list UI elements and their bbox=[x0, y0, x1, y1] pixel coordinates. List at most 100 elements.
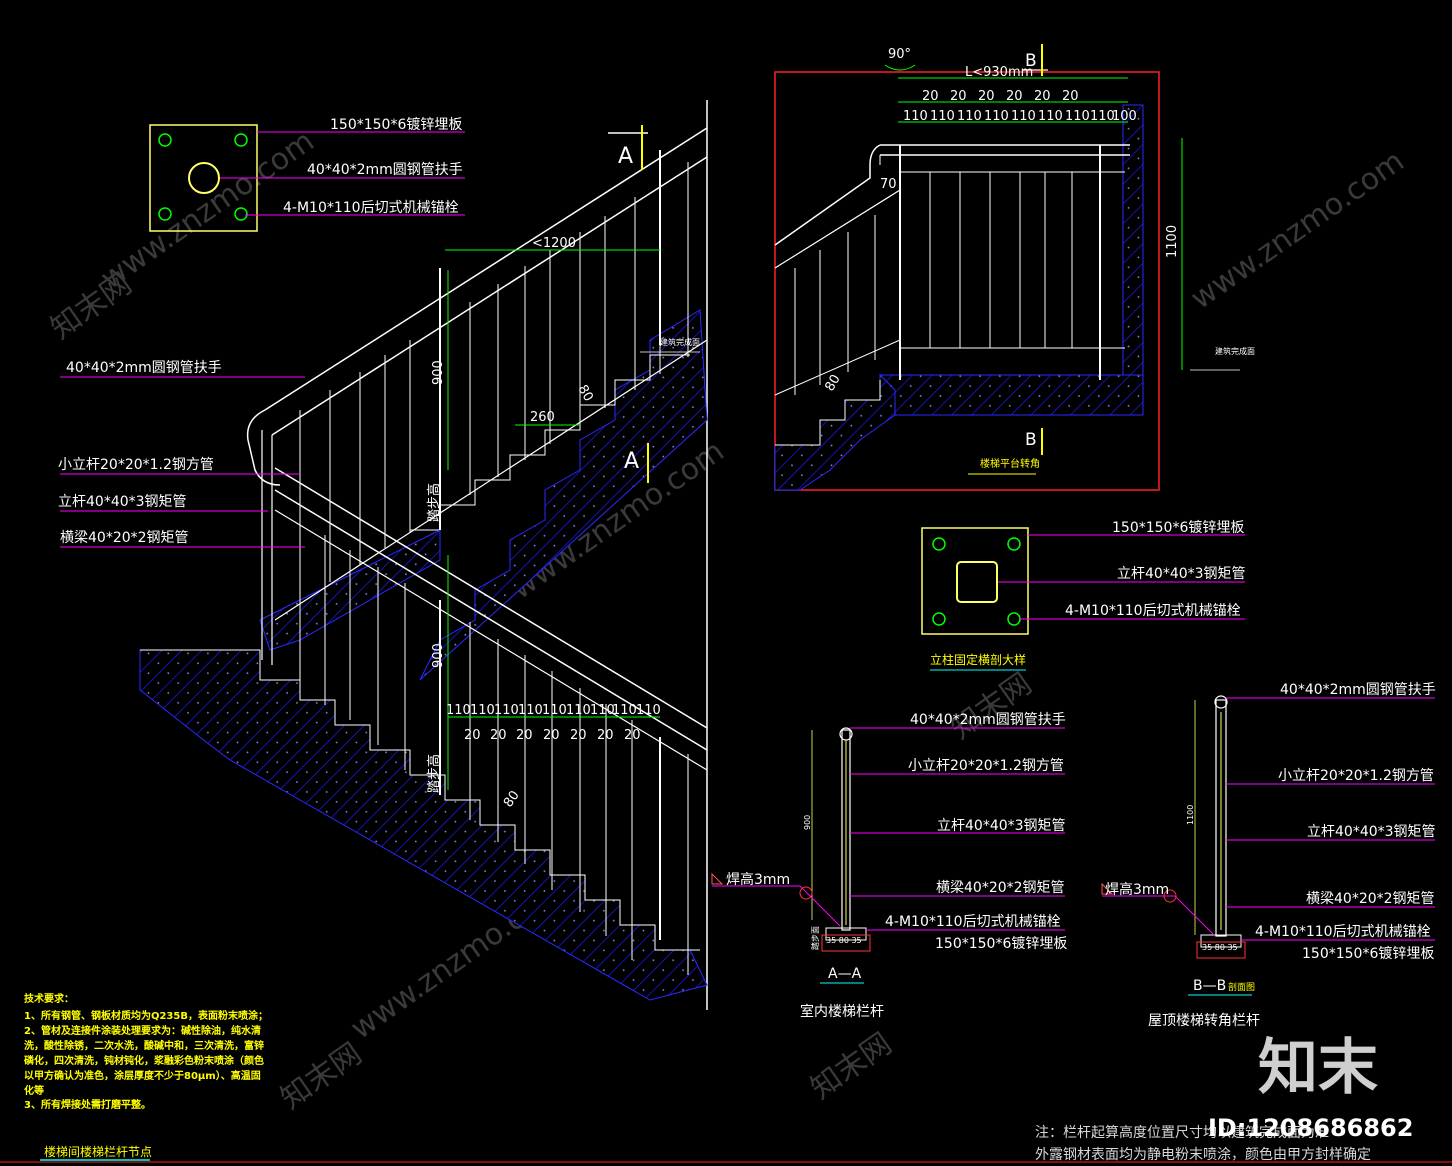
section-a-label-bottom: A bbox=[624, 449, 639, 474]
aa-dim-base: 35 80 35 bbox=[826, 936, 862, 945]
section-b-label-top: B bbox=[1025, 51, 1037, 71]
top-plate-label: 150*150*6镀锌埋板 bbox=[330, 116, 462, 133]
landing-spacing-20: 20 bbox=[1034, 89, 1051, 104]
round-tube-section bbox=[188, 162, 220, 194]
landing-dim-80: 80 bbox=[822, 372, 843, 394]
rect-tube-section bbox=[956, 561, 998, 603]
aa-base-plate bbox=[825, 927, 867, 941]
landing-balusters bbox=[794, 172, 1073, 395]
landing-dim-70: 70 bbox=[880, 177, 897, 192]
bb-handrail-label: 40*40*2mm圆钢管扶手 bbox=[1280, 682, 1436, 698]
bb-bolt-label: 4-M10*110后切式机械锚栓 bbox=[1255, 924, 1431, 940]
spacing-110: 110 bbox=[494, 703, 519, 718]
post-bolt-icons bbox=[932, 537, 1021, 626]
spacing-20: 20 bbox=[624, 728, 641, 743]
landing-step-edge bbox=[775, 380, 881, 446]
aa-weld-circle-icon bbox=[799, 886, 813, 900]
bb-plate-label: 150*150*6镀锌埋板 bbox=[1302, 945, 1434, 962]
bb-mark-suffix: 剖面图 bbox=[1228, 981, 1255, 993]
spacing-110: 110 bbox=[470, 703, 495, 718]
aa-post-label: 立杆40*40*3钢矩管 bbox=[937, 818, 1066, 834]
spacing-20: 20 bbox=[516, 728, 533, 743]
aa-dim-height: 900 bbox=[803, 815, 812, 830]
spacing-110-row: 110 110 110 110 110 110 110 110 110 bbox=[446, 703, 661, 718]
watermark-cn-2: 知末网 bbox=[275, 1036, 369, 1116]
aa-weld-leader-2 bbox=[799, 885, 841, 927]
dim-lower-height: 900 bbox=[431, 643, 446, 668]
spacing-20: 20 bbox=[597, 728, 614, 743]
landing-spacing-110: 110 110 110 110 110 110 110 110 100 bbox=[903, 109, 1137, 124]
landing-spacing-20: 20 bbox=[950, 89, 967, 104]
bb-beam-label: 横梁40*20*2钢矩管 bbox=[1306, 891, 1435, 907]
dim-offset-lower: 80 bbox=[501, 788, 523, 810]
aa-mark: A—A bbox=[828, 966, 862, 982]
spacing-20: 20 bbox=[570, 728, 587, 743]
landing-dim-length: L<930mm bbox=[965, 65, 1033, 80]
angle-arc bbox=[884, 64, 916, 71]
landing-frame bbox=[774, 71, 1160, 491]
tech-line: 1、所有钢管、钢板材质均为Q235B，表面粉末喷涂； bbox=[24, 1009, 268, 1022]
dim-offset-upper: 80 bbox=[575, 383, 596, 405]
anchor-bolt-icons bbox=[158, 133, 248, 221]
aa-handrail-section bbox=[839, 727, 853, 741]
lower-handrail-top bbox=[274, 467, 708, 729]
watermark-cn-3: 知末网 bbox=[805, 1026, 899, 1106]
aa-title: 室内楼梯栏杆 bbox=[800, 1003, 884, 1020]
spacing-110: 110 bbox=[612, 703, 637, 718]
elev-post-label: 立杆40*40*3钢矩管 bbox=[58, 494, 187, 510]
landing-dim-height: 1100 bbox=[1165, 225, 1180, 258]
section-a-label-top: A bbox=[618, 144, 633, 169]
bb-weld-icon bbox=[1101, 882, 1114, 895]
section-bb: 1100 35 80 35 40*40*2mm圆钢管扶手 小立杆20*20*1.… bbox=[1101, 682, 1436, 1029]
section-b-label-bottom: B bbox=[1025, 430, 1037, 450]
step-height-upper: 踏步高 bbox=[426, 483, 442, 522]
upper-handrail-top bbox=[264, 127, 708, 411]
bb-anchor-zone bbox=[1196, 941, 1246, 959]
tech-line: 化等 bbox=[24, 1084, 44, 1097]
landing-spacing-110: 110 bbox=[903, 109, 928, 124]
spacing-110: 110 bbox=[542, 703, 567, 718]
bb-handrail-section bbox=[1214, 695, 1228, 709]
watermark-id: ID:1208686862 bbox=[1208, 1114, 1413, 1142]
landing-stair-bottom bbox=[774, 339, 901, 396]
landing-detail: L<930mm 90° 20 20 20 20 20 20 110 110 11… bbox=[774, 44, 1255, 491]
aa-handrail-label: 40*40*2mm圆钢管扶手 bbox=[910, 712, 1066, 728]
aa-bolt-label: 4-M10*110后切式机械锚栓 bbox=[885, 914, 1061, 930]
post-tube-label: 立杆40*40*3钢矩管 bbox=[1117, 566, 1246, 582]
top-plate-detail: 150*150*6镀锌埋板 40*40*2mm圆钢管扶手 4-M10*110后切… bbox=[149, 116, 465, 232]
spacing-110: 110 bbox=[590, 703, 615, 718]
tech-line: 以甲方确认为准色，涂层厚度不少于80μm）、高温固 bbox=[24, 1069, 261, 1082]
elev-handrail-label: 40*40*2mm圆钢管扶手 bbox=[66, 360, 222, 376]
post-bolt-label: 4-M10*110后切式机械锚栓 bbox=[1065, 603, 1241, 619]
landing-spacing-20: 20 bbox=[922, 89, 939, 104]
bb-weld-leader-2 bbox=[1174, 895, 1215, 936]
spacing-20: 20 bbox=[490, 728, 507, 743]
spacing-110: 110 bbox=[566, 703, 591, 718]
landing-finish-label: 建筑完成面 bbox=[1215, 346, 1255, 356]
lower-handrail-bottom bbox=[274, 489, 708, 751]
bb-base-plate bbox=[1200, 934, 1242, 948]
bb-small-post-label: 小立杆20*20*1.2钢方管 bbox=[1278, 768, 1434, 784]
watermark-layer: 知末网 www.znzmo.com www.znzmo.com 知末网 www.… bbox=[45, 124, 1411, 1117]
spacing-110: 110 bbox=[446, 703, 471, 718]
watermark-cn-4: 知末网 bbox=[945, 666, 1039, 746]
upper-bottom-rail bbox=[274, 339, 708, 621]
spacing-20-row: 20 20 20 20 20 20 20 bbox=[464, 728, 641, 743]
aa-weld-label: 焊高3mm bbox=[726, 871, 790, 888]
spacing-110: 110 bbox=[636, 703, 661, 718]
aa-post bbox=[841, 729, 851, 931]
drawing-title: 楼梯间楼梯栏杆节点 bbox=[44, 1144, 152, 1159]
top-bolt-label: 4-M10*110后切式机械锚栓 bbox=[283, 200, 459, 216]
landing-spacing-110: 110 bbox=[1038, 109, 1063, 124]
elev-beam-label: 横梁40*20*2钢矩管 bbox=[60, 530, 189, 546]
aa-beam-label: 横梁40*20*2钢矩管 bbox=[936, 880, 1065, 896]
note-line-2: 外露钢材表面均为静电粉末喷涂，颜色由甲方封样确定 bbox=[1035, 1146, 1371, 1163]
landing-spacing-110: 110 bbox=[984, 109, 1009, 124]
landing-spacing-110: 110 bbox=[957, 109, 982, 124]
upper-step-edge bbox=[410, 354, 690, 531]
dim-upper-height: 900 bbox=[431, 360, 446, 385]
upper-flight-section bbox=[419, 309, 708, 681]
tech-line: 磷化，四次清洗，钝材钝化，浆融彩色粉末喷涂（颜色 bbox=[24, 1054, 264, 1067]
brand-logo: 知末 bbox=[1258, 1033, 1378, 1103]
